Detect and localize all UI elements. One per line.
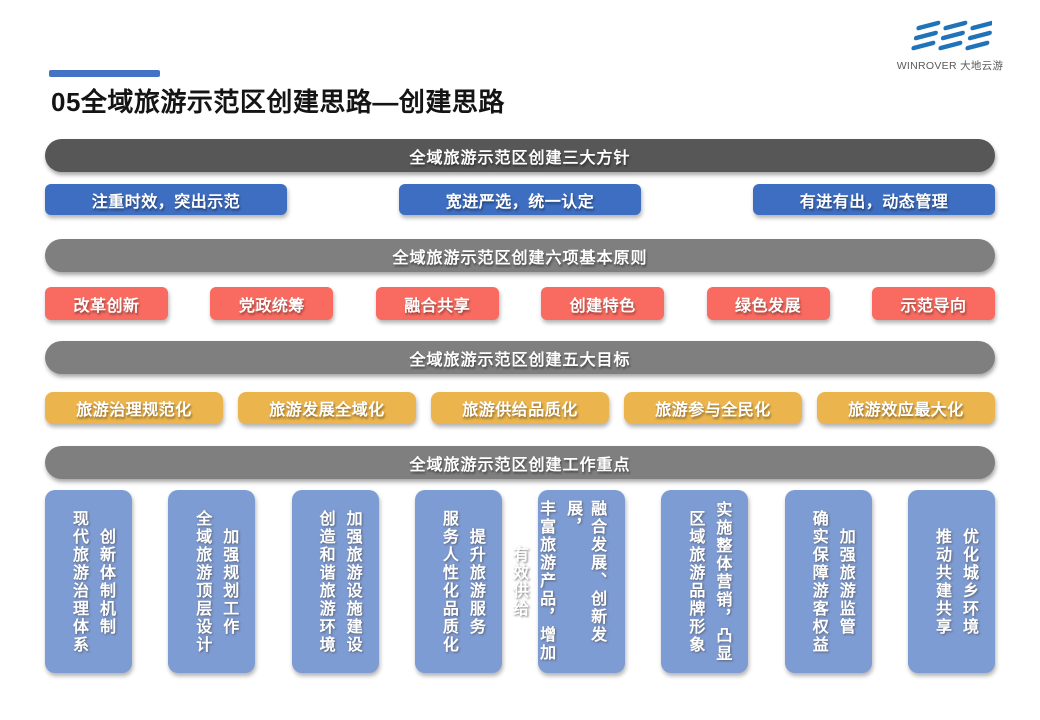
logo-brand-text: WINROVER 大地云游 <box>896 60 1004 72</box>
vertical-text-column: 服务人性化品质化 <box>439 509 457 654</box>
goal-pill-3: 旅游供给品质化 <box>431 392 609 424</box>
work-focus-box-4: 提升旅游服务 服务人性化品质化 <box>414 490 502 673</box>
winrover-logo-icon <box>911 20 992 51</box>
guidelines-row: 注重时效，突出示范 宽进严选，统一认定 有进有出，动态管理 <box>45 184 995 215</box>
title-accent-bar <box>49 70 160 77</box>
vertical-text-column: 提升旅游服务 <box>466 527 484 636</box>
work-priorities-row: 创新体制机制 现代旅游治理体系 加强规划工作 全域旅游顶层设计 加强旅游设施建设… <box>45 490 995 673</box>
banner-three-guidelines: 全域旅游示范区创建三大方针 <box>45 139 995 172</box>
banner-work-priorities: 全域旅游示范区创建工作重点 <box>45 446 995 479</box>
vertical-text-column: 加强旅游监管 <box>836 527 854 636</box>
banner-six-principles: 全域旅游示范区创建六项基本原则 <box>45 239 995 272</box>
work-focus-box-5: 融合发展、创新发展， 丰富旅游产品，增加 有效供给 <box>510 490 626 673</box>
vertical-text-column: 全域旅游顶层设计 <box>193 509 211 654</box>
goal-pill-4: 旅游参与全民化 <box>624 392 802 424</box>
principles-row: 改革创新 党政统筹 融合共享 创建特色 绿色发展 示范导向 <box>45 287 995 320</box>
goal-pill-2: 旅游发展全域化 <box>238 392 416 424</box>
vertical-text-column: 加强旅游设施建设 <box>343 509 361 654</box>
vertical-text-column: 丰富旅游产品，增加 <box>537 500 555 662</box>
vertical-text-column: 有效供给 <box>510 545 528 618</box>
work-focus-box-3: 加强旅游设施建设 创造和谐旅游环境 <box>291 490 379 673</box>
guideline-pill-3: 有进有出，动态管理 <box>753 184 995 215</box>
page-title: 05全域旅游示范区创建思路—创建思路 <box>51 87 505 117</box>
banner-five-goals: 全域旅游示范区创建五大目标 <box>45 341 995 374</box>
vertical-text-column: 区域旅游品牌形象 <box>686 509 704 654</box>
work-focus-box-7: 加强旅游监管 确实保障游客权益 <box>784 490 872 673</box>
vertical-text-column: 创新体制机制 <box>97 527 114 636</box>
goal-pill-1: 旅游治理规范化 <box>45 392 223 424</box>
principle-pill-6: 示范导向 <box>871 287 995 320</box>
vertical-text-column: 融合发展、创新发展， <box>564 500 606 644</box>
work-focus-box-6: 实施整体营销，凸显 区域旅游品牌形象 <box>661 490 749 673</box>
work-focus-box-1: 创新体制机制 现代旅游治理体系 <box>45 490 132 673</box>
goal-pill-5: 旅游效应最大化 <box>817 392 995 424</box>
vertical-text-column: 实施整体营销，凸显 <box>713 500 731 663</box>
vertical-text-column: 加强规划工作 <box>220 527 238 636</box>
principle-pill-1: 改革创新 <box>45 287 168 320</box>
guideline-pill-1: 注重时效，突出示范 <box>45 184 287 215</box>
guideline-pill-2: 宽进严选，统一认定 <box>399 184 641 215</box>
principle-pill-5: 绿色发展 <box>706 287 830 320</box>
principle-pill-3: 融合共享 <box>375 287 499 320</box>
vertical-text-column: 创造和谐旅游环境 <box>316 509 334 654</box>
vertical-text-column: 优化城乡环境 <box>959 527 977 636</box>
work-focus-box-2: 加强规划工作 全域旅游顶层设计 <box>168 490 256 673</box>
work-focus-box-8: 优化城乡环境 推动共建共享 <box>907 490 995 673</box>
principle-pill-2: 党政统筹 <box>210 287 334 320</box>
vertical-text-column: 确实保障游客权益 <box>809 509 827 654</box>
goals-row: 旅游治理规范化 旅游发展全域化 旅游供给品质化 旅游参与全民化 旅游效应最大化 <box>45 392 995 424</box>
principle-pill-4: 创建特色 <box>541 287 665 320</box>
vertical-text-column: 现代旅游治理体系 <box>70 509 87 654</box>
logo: WINROVER 大地云游 <box>893 18 1007 73</box>
vertical-text-column: 推动共建共享 <box>932 527 950 636</box>
